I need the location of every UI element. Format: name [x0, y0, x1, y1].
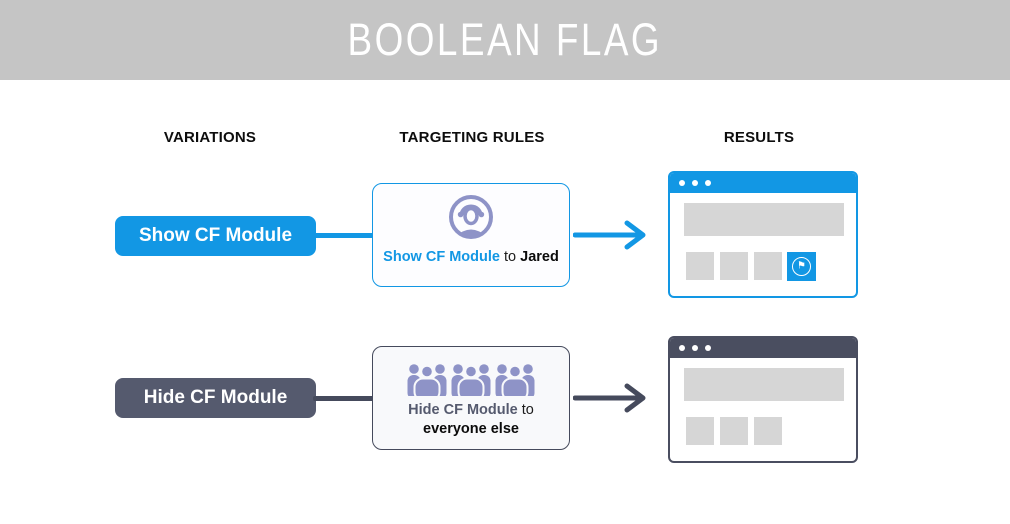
browser-topbar [670, 338, 856, 358]
result-browser-hide [668, 336, 858, 463]
connector-line-hide [313, 396, 374, 401]
result-browser-show: ⚑ [668, 171, 858, 298]
arrow-right-icon-hide [572, 383, 649, 413]
rule-text-show: Show CF Module to Jared [373, 248, 569, 267]
arrow-right-icon-show [572, 220, 649, 250]
rule-connector-word: to [521, 402, 534, 418]
variation-pill-hide: Hide CF Module [115, 378, 316, 418]
column-header-variations: VARIATIONS [163, 129, 257, 146]
placeholder-block [720, 252, 748, 280]
connector-line-show [313, 233, 374, 238]
cf-module-tile: ⚑ [787, 252, 816, 281]
targeting-rule-card-hide: Hide CF Module to everyone else [372, 346, 570, 450]
crowd-icon [407, 362, 535, 402]
column-header-targeting-rules: TARGETING RULES [399, 129, 545, 146]
placeholder-block [720, 417, 748, 445]
window-dot-icon [679, 345, 685, 351]
window-dot-icon [692, 180, 698, 186]
window-dot-icon [705, 180, 711, 186]
flag-glyph: ⚑ [797, 260, 806, 271]
title-banner: BOOLEAN FLAG [0, 0, 1010, 80]
rule-audience: Jared [520, 249, 559, 265]
placeholder-block [754, 252, 782, 280]
placeholder-block [686, 417, 714, 445]
page-title: BOOLEAN FLAG [347, 14, 663, 65]
placeholder-banner [684, 203, 844, 236]
rule-flag-name: Hide CF Module [408, 402, 518, 418]
window-dot-icon [692, 345, 698, 351]
user-circle-icon [447, 193, 495, 241]
targeting-rule-card-show: Show CF Module to Jared [372, 183, 570, 287]
placeholder-block [754, 417, 782, 445]
rule-connector-word: to [504, 249, 517, 265]
column-header-results: RESULTS [723, 129, 795, 146]
variation-pill-show: Show CF Module [115, 216, 316, 256]
rule-text-hide: Hide CF Module to everyone else [373, 401, 569, 439]
placeholder-block [686, 252, 714, 280]
rule-audience: everyone else [423, 421, 519, 437]
window-dot-icon [705, 345, 711, 351]
window-dot-icon [679, 180, 685, 186]
browser-topbar [670, 173, 856, 193]
rule-flag-name: Show CF Module [383, 249, 500, 265]
flag-icon: ⚑ [792, 257, 811, 276]
placeholder-banner [684, 368, 844, 401]
